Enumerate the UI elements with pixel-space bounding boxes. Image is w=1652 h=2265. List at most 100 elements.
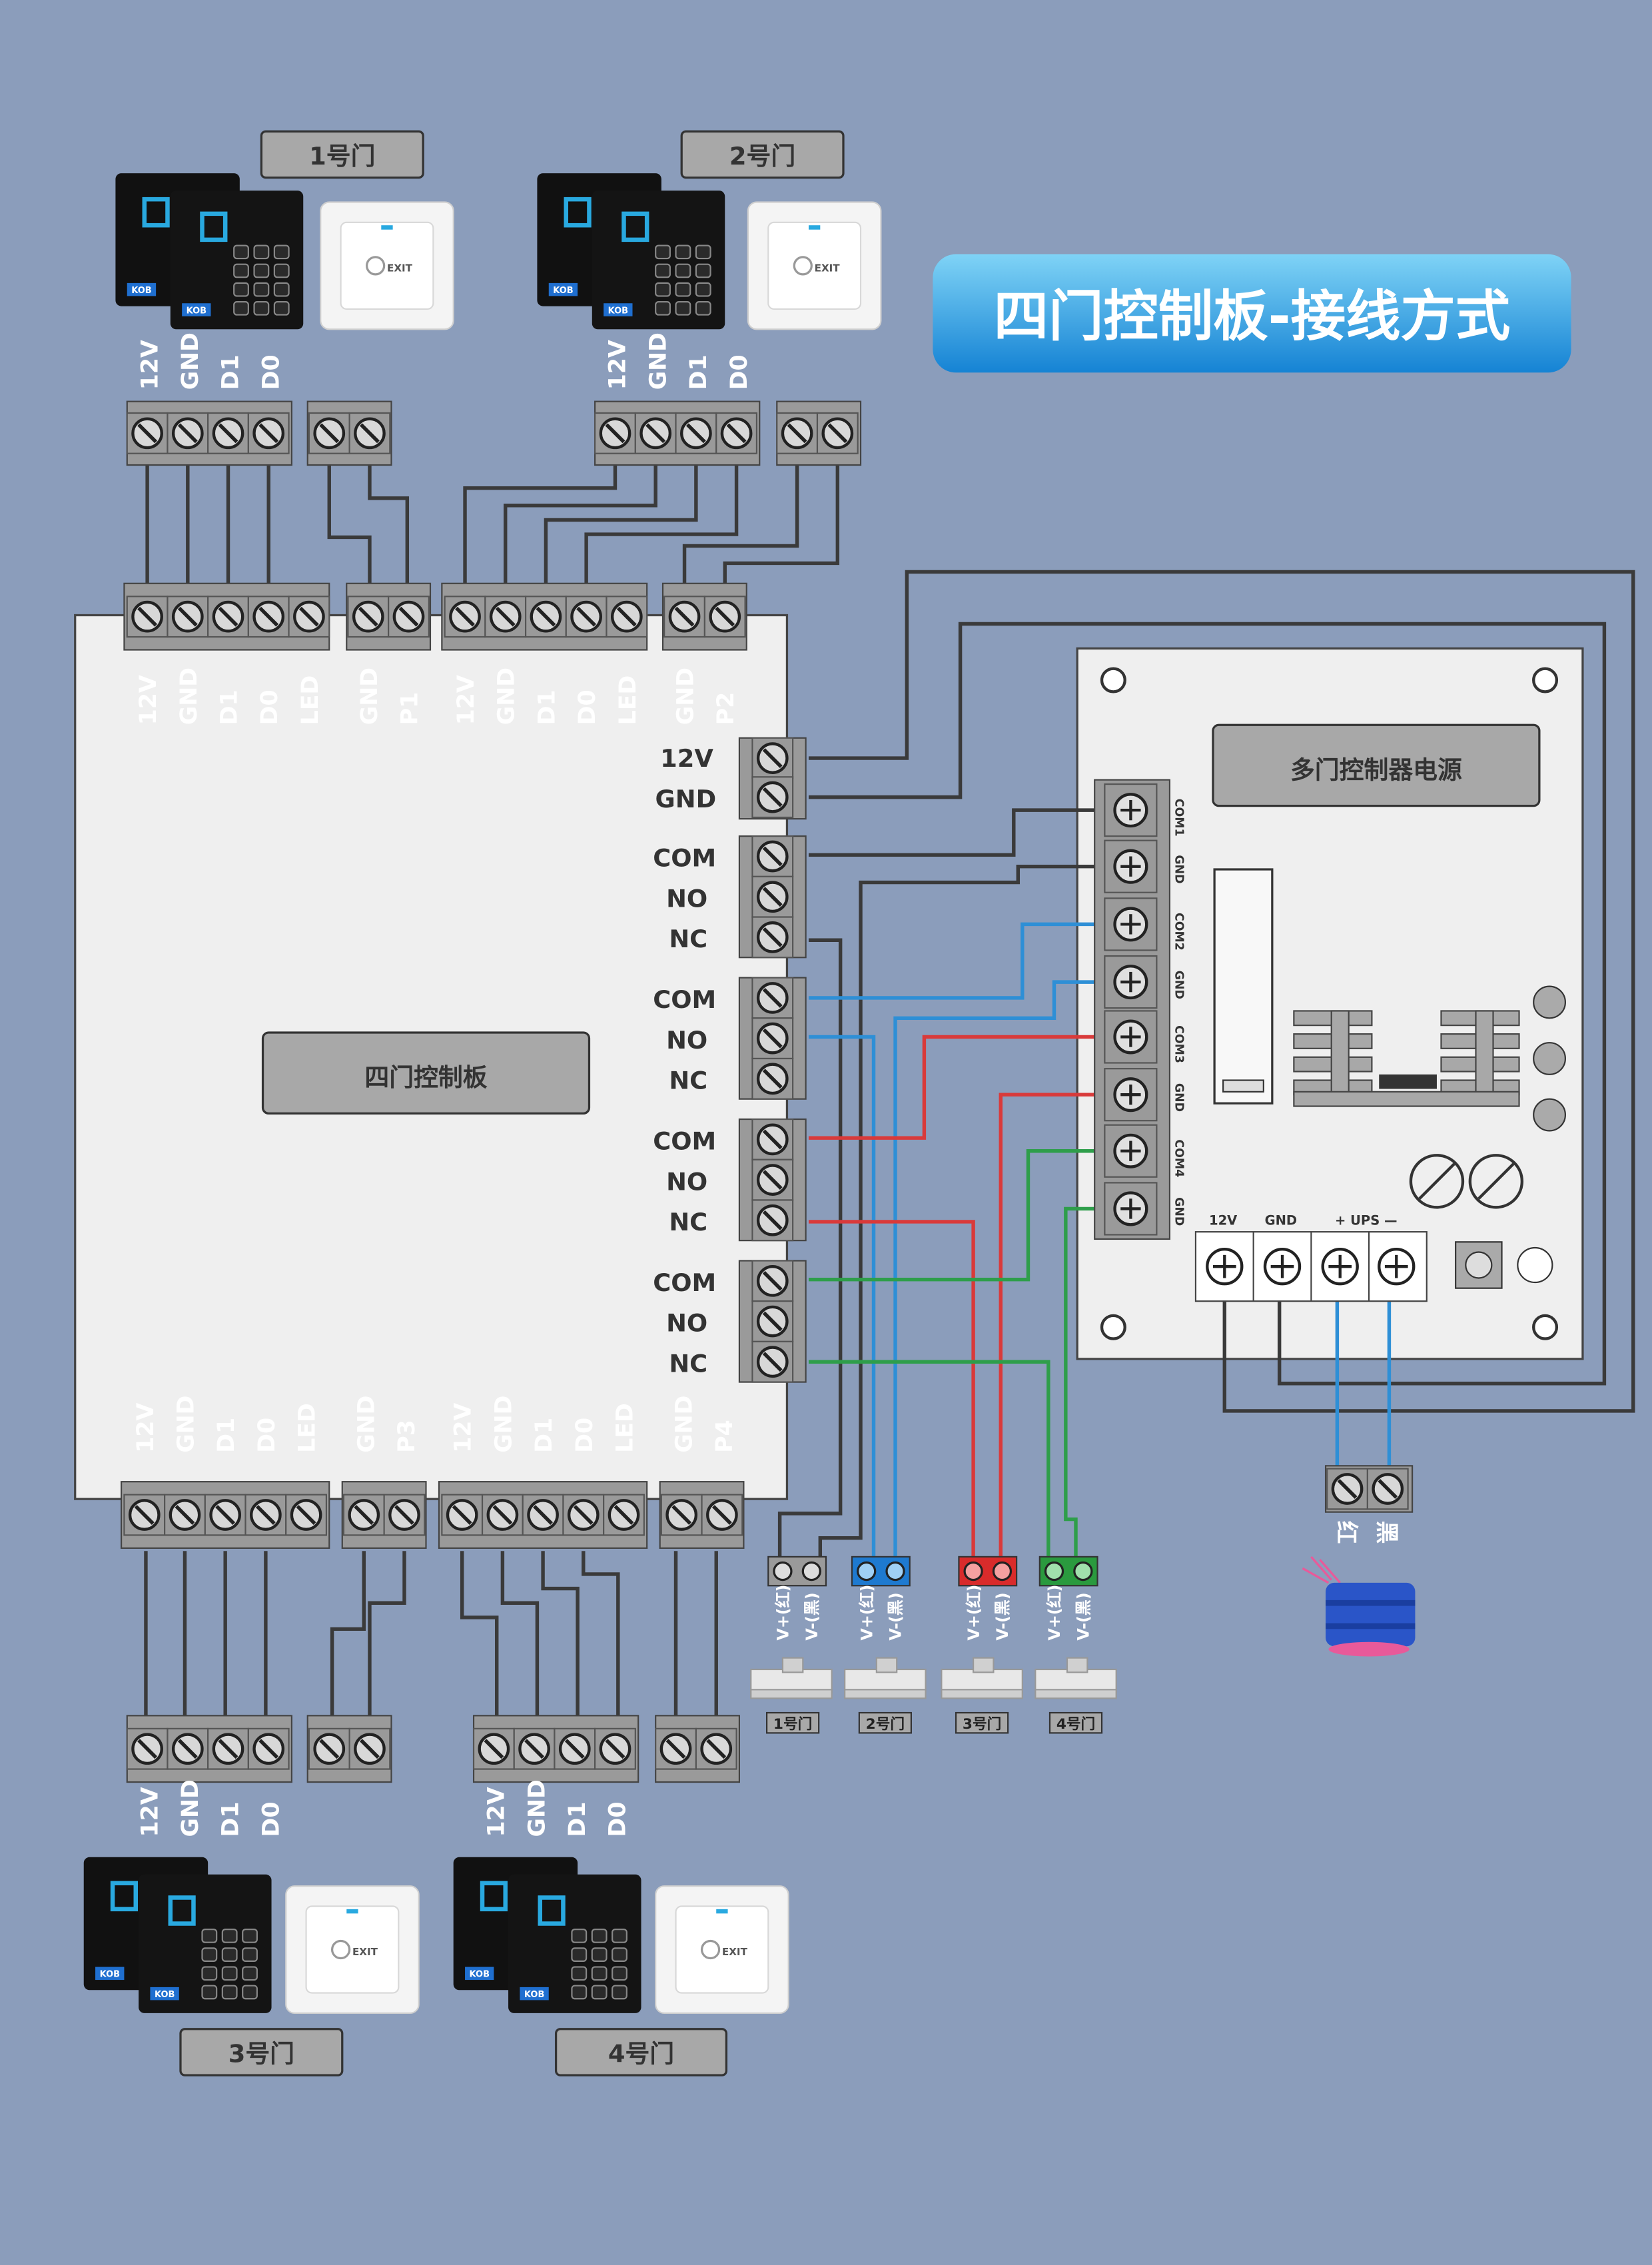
psu-output-terminals: [1094, 779, 1171, 1240]
pin-label: 12V: [660, 744, 713, 773]
page-title: 四门控制板-接线方式: [994, 285, 1510, 348]
pin-label: COM: [653, 985, 716, 1014]
magnetic-lock-icon: [844, 1657, 927, 1699]
lock-label: 4号门: [1056, 1715, 1095, 1733]
pin-label: NO: [666, 1309, 707, 1338]
board-top-pin-labels: 12V GND D1 D0 LED GND P1 12V GND D1 D0 L…: [135, 668, 739, 725]
magnetic-lock-icon: [941, 1657, 1023, 1699]
pin-label: P3: [394, 1420, 420, 1453]
brand-text: KOB: [155, 1990, 175, 2000]
pin-label: NC: [669, 1208, 707, 1236]
door1-devices: [115, 173, 455, 329]
pin-label: D0: [258, 354, 284, 390]
pin-label: 12V: [605, 340, 631, 390]
lock2-connector: [851, 1556, 911, 1587]
pin-label: COM: [653, 844, 716, 873]
pin-label: 12V: [137, 340, 163, 390]
pin-label: D1: [534, 689, 560, 725]
pin-label: LED: [615, 676, 641, 725]
door3-devices: [84, 1857, 420, 2013]
pin-label: GND: [356, 668, 383, 725]
top-terminal-door1: [127, 400, 392, 466]
title-banner: 四门控制板-接线方式: [933, 254, 1571, 373]
exit-button-text: EXIT: [722, 1946, 748, 1958]
door3-label: 3号门: [228, 2040, 294, 2068]
pin-label: GND: [353, 1396, 380, 1453]
pin-label: COM4: [1172, 1139, 1186, 1177]
pin-label: V+(红): [774, 1585, 793, 1641]
pin-label: + UPS —: [1335, 1212, 1398, 1228]
pin-label: P1: [396, 692, 423, 725]
pin-label: V-(黑): [803, 1592, 821, 1640]
door1-tag: 1号门: [260, 130, 424, 179]
door3-tag: 3号门: [179, 2028, 344, 2076]
electric-locks: [750, 1657, 1117, 1699]
pin-label: V-(黑): [993, 1592, 1012, 1640]
pin-label: GND: [645, 332, 671, 390]
board-right-terminals: [738, 738, 807, 1382]
top-terminal-door2: [595, 400, 862, 466]
pin-label: D1: [531, 1418, 558, 1453]
pin-label: COM: [653, 1127, 716, 1156]
pin-label: D1: [218, 1802, 244, 1837]
pin-label: COM: [653, 1268, 716, 1297]
pin-label: 12V: [484, 1787, 510, 1837]
pin-label: 红: [1333, 1521, 1360, 1544]
brand-text: KOB: [187, 306, 206, 316]
pin-label: D0: [256, 689, 283, 725]
lock1-connector: [767, 1556, 827, 1587]
pin-label: GND: [1172, 1197, 1186, 1226]
board-bottom-terminals: [121, 1481, 745, 1549]
controller-board-tag: 四门控制板: [261, 1031, 591, 1115]
door2-devices: [537, 173, 882, 329]
psu-input-labels: 12V GND + UPS —: [1209, 1212, 1398, 1228]
board-right-labels: 12V GND COM NO NC COM NO NC COM NO NC CO…: [653, 744, 716, 1378]
lock-label: 1号门: [773, 1715, 812, 1733]
pin-label: GND: [1172, 971, 1186, 999]
pin-label: D0: [572, 1418, 598, 1453]
pin-label: 12V: [137, 1787, 163, 1837]
lock-label: 2号门: [866, 1715, 905, 1733]
pin-label: NC: [669, 925, 707, 953]
pin-label: GND: [177, 332, 204, 390]
power-supply-label: 多门控制器电源: [1290, 755, 1462, 784]
door4-reader-pins: 12V GND D1 D0: [484, 1779, 631, 1837]
pin-label: NO: [666, 1026, 707, 1055]
magnetic-lock-icon: [1034, 1657, 1117, 1699]
pin-label: D1: [216, 689, 243, 725]
wires: [144, 452, 1635, 1719]
brand-text: KOB: [524, 1990, 544, 2000]
controller-board-label: 四门控制板: [364, 1063, 487, 1092]
pin-label: D0: [605, 1802, 631, 1837]
bottom-terminal-door4: [474, 1715, 740, 1783]
pin-label: NO: [666, 884, 707, 913]
pin-label: P4: [711, 1420, 738, 1453]
exit-button-text: EXIT: [352, 1946, 378, 1958]
door4-devices: [454, 1857, 790, 2013]
pin-label: GND: [655, 785, 717, 813]
exit-button-texts: EXIT EXIT EXIT EXIT: [352, 262, 840, 1959]
pin-label: D0: [726, 354, 753, 390]
pin-label: V-(黑): [887, 1592, 905, 1640]
pin-label: GND: [494, 668, 520, 725]
pin-label: GND: [177, 1779, 204, 1837]
brand-text: KOB: [608, 306, 628, 316]
door4-tag: 4号门: [554, 2028, 728, 2076]
pin-label: LED: [294, 1403, 321, 1453]
magnetic-lock-icon: [750, 1657, 833, 1699]
lock3-connector: [958, 1556, 1018, 1587]
brand-text: KOB: [100, 1970, 120, 1980]
pin-label: GND: [1265, 1212, 1298, 1228]
pin-label: V+(红): [857, 1585, 876, 1641]
pin-label: 黑: [1373, 1521, 1400, 1544]
pin-label: D1: [685, 354, 712, 390]
pin-label: D1: [218, 354, 244, 390]
pin-label: GND: [490, 1396, 517, 1453]
pin-label: COM2: [1172, 913, 1186, 951]
battery-icon: [1302, 1556, 1416, 1657]
pin-label: D0: [254, 1418, 280, 1453]
pin-label: LED: [612, 1403, 638, 1453]
door4-label: 4号门: [608, 2040, 674, 2068]
door1-label: 1号门: [309, 142, 375, 171]
